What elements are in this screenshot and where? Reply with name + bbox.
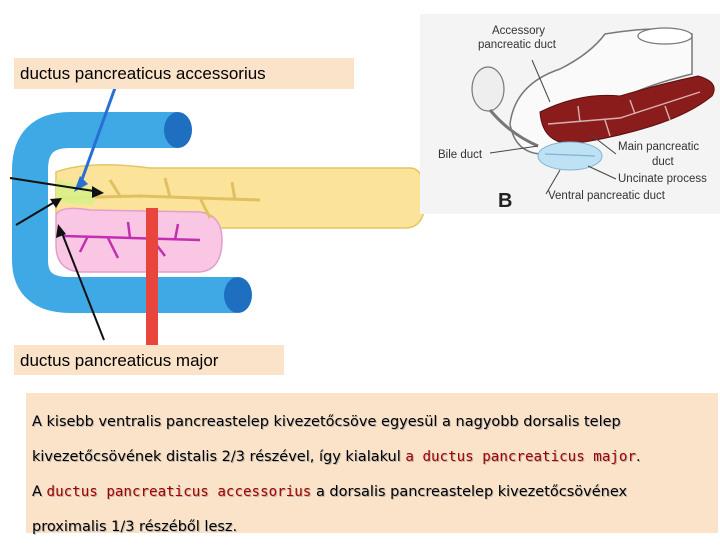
highlight-accessory: ductus pancreaticus accessorius xyxy=(46,484,312,500)
arrow-black-3 xyxy=(59,227,105,341)
duodenum-end-bottom xyxy=(224,277,252,313)
main-duct-b xyxy=(547,91,701,137)
ventral-duct-b xyxy=(544,153,596,157)
ventral-label: Ventral pancreatic duct xyxy=(548,190,666,202)
accessory-label-1: Accessory xyxy=(492,25,545,37)
caption-text-block: A kisebb ventralis pancreastelep kivezet… xyxy=(26,393,718,535)
dorsal-duct xyxy=(59,177,261,219)
accessory-duct-label: ductus pancreaticus accessorius xyxy=(14,58,354,89)
highlight-major: a ductus pancreaticus major xyxy=(405,449,637,465)
caption-line-2: kivezetőcsövének distalis 2/3 részével, … xyxy=(32,449,641,465)
duodenum-opening xyxy=(637,27,693,45)
leader-uncinate xyxy=(587,165,617,180)
leader-bile xyxy=(489,145,539,154)
main-duct-label: ductus pancreaticus major xyxy=(14,345,284,375)
gallbladder xyxy=(471,66,505,112)
arrow-black-2 xyxy=(15,199,59,226)
caption-line-3: A ductus pancreaticus accessorius a dors… xyxy=(32,484,628,500)
right-embryo-figure: Accessory pancreatic duct Bile duct Main… xyxy=(420,14,720,214)
main-duct-label-2: duct xyxy=(652,156,675,168)
ventral-pancreas-b xyxy=(537,141,603,171)
bile-duct-label: Bile duct xyxy=(438,149,483,161)
main-duct-label-1: Main pancreatic xyxy=(618,141,699,153)
bile-duct-path xyxy=(488,109,539,148)
accessory-label-2: pancreatic duct xyxy=(478,39,557,51)
panel-letter-b: B xyxy=(498,190,512,212)
arrow-black-2-head xyxy=(50,198,62,208)
caption-line-4: proximalis 1/3 részéből lesz. xyxy=(32,519,238,535)
uncinate-label: Uncinate process xyxy=(618,173,707,185)
accessory-pointer-line xyxy=(78,87,117,186)
duodenum-end-top xyxy=(164,112,192,148)
duodenum-loop xyxy=(12,112,236,313)
left-pancreas-schematic xyxy=(9,87,426,350)
arrow-black-1 xyxy=(9,177,101,193)
leader-main xyxy=(589,133,617,155)
arrow-black-1-head xyxy=(92,186,104,198)
leader-ventral xyxy=(545,169,561,195)
ventral-pancreas xyxy=(55,207,223,273)
red-marker-bar xyxy=(146,208,158,350)
arrow-black-3-head xyxy=(56,224,66,238)
ventral-duct xyxy=(63,221,201,259)
caption-line-1: A kisebb ventralis pancreastelep kivezet… xyxy=(32,414,621,430)
leader-accessory xyxy=(531,59,551,103)
